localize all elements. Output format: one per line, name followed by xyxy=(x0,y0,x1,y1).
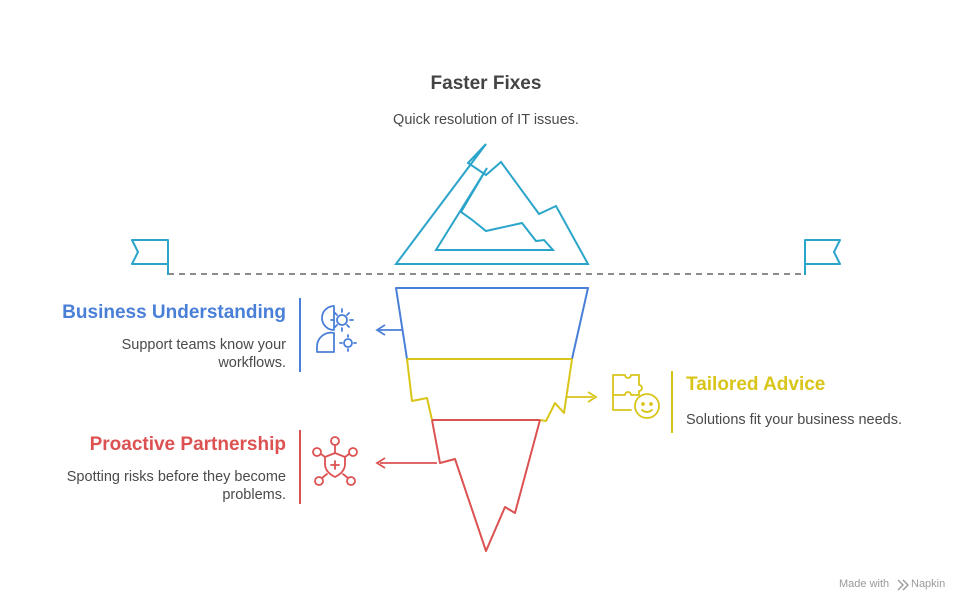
right-flag-icon xyxy=(804,239,841,275)
top-description: Quick resolution of IT issues. xyxy=(393,112,579,128)
footer-brand: Napkin xyxy=(911,578,946,590)
business-understanding-desc-line1: Support teams know your xyxy=(121,337,286,353)
iceberg-band-blue xyxy=(395,287,589,360)
tailored-advice-title: Tailored Advice xyxy=(686,374,826,395)
iceberg-band-yellow xyxy=(406,358,573,422)
arrow-proactive-partnership xyxy=(375,457,437,469)
iceberg-tip xyxy=(394,143,590,265)
arrow-tailored-advice xyxy=(566,391,598,403)
napkin-logo-icon xyxy=(897,579,909,591)
tailored-advice-bar xyxy=(671,371,673,433)
tailored-advice-desc: Solutions fit your business needs. xyxy=(686,412,903,428)
top-title: Faster Fixes xyxy=(430,73,542,94)
proactive-partnership-desc-line2: problems. xyxy=(222,487,286,503)
iceberg-band-red xyxy=(431,419,541,552)
footer-made-with: Made with xyxy=(839,578,890,590)
business-understanding-desc-line2: workflows. xyxy=(218,355,286,371)
proactive-partnership-title: Proactive Partnership xyxy=(89,434,286,455)
left-flag-icon xyxy=(131,239,169,275)
shield-network-icon xyxy=(312,436,358,486)
head-gear-icon xyxy=(316,305,357,353)
business-understanding-title: Business Understanding xyxy=(62,302,286,323)
business-understanding-bar xyxy=(299,298,301,372)
puzzle-face-icon xyxy=(612,374,660,419)
proactive-partnership-bar xyxy=(299,430,301,504)
arrow-business-understanding xyxy=(375,324,403,336)
proactive-partnership-desc-line1: Spotting risks before they become xyxy=(66,469,286,485)
